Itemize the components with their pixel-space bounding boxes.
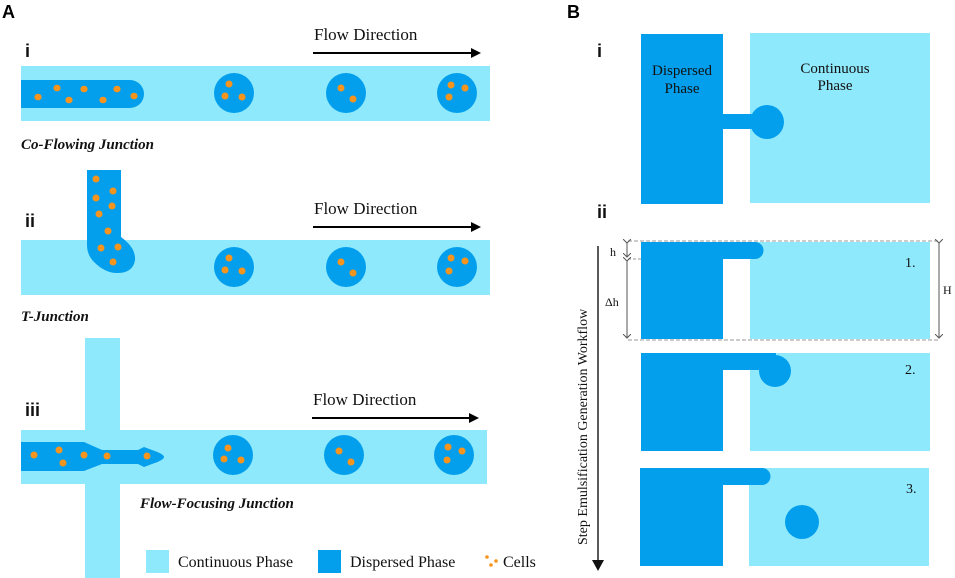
step1-thread	[641, 242, 764, 259]
step-1: h Δh H 1.	[605, 241, 952, 341]
droplets-row-2	[214, 247, 477, 287]
panel-b-ii-numeral: ii	[597, 202, 607, 222]
legend-label-cells: Cells	[503, 554, 536, 571]
droplet	[437, 73, 477, 113]
droplet	[326, 247, 366, 287]
legend: Continuous Phase Dispersed Phase Cells	[146, 550, 536, 573]
row-ii-numeral: ii	[25, 211, 35, 231]
droplet	[214, 247, 254, 287]
cells-stream-1	[34, 84, 138, 104]
droplets-row-1	[214, 73, 477, 113]
junction-title-1: Co-Flowing Junction	[21, 137, 154, 153]
step2-thread	[641, 353, 776, 370]
cells-inlet-2	[92, 175, 122, 266]
dispersed-phase-label-2: Phase	[665, 81, 700, 97]
junction-title-2: T-Junction	[21, 309, 89, 325]
step1-continuous	[750, 242, 930, 339]
panel-b-i: i Dispersed Phase Continuous Phase	[597, 33, 930, 204]
dim-dh-label: Δh	[605, 295, 619, 309]
dispersed-stream-1	[21, 80, 144, 108]
continuous-phase-label-2: Phase	[818, 78, 853, 94]
step-1-label: 1.	[905, 256, 916, 271]
cells-stream-3	[30, 446, 151, 467]
step3-continuous	[749, 468, 929, 566]
panel-a-letter: A	[2, 2, 15, 22]
row-flow-focusing: iii Flow Direction Flow-Focusing Junctio…	[21, 338, 487, 578]
legend-swatch-continuous	[146, 550, 169, 573]
step-2: 2.	[641, 353, 930, 451]
droplets-row-3	[213, 435, 474, 475]
workflow-arrow-head	[592, 560, 604, 571]
row-iii-numeral: iii	[25, 400, 40, 420]
legend-label-dispersed: Dispersed Phase	[350, 554, 455, 571]
step3-released-droplet	[785, 505, 819, 539]
continuous-phase-label-1: Continuous	[800, 61, 869, 77]
dispersed-reservoir	[641, 34, 723, 204]
flow-direction-label-2: Flow Direction	[314, 199, 418, 218]
droplet	[437, 247, 477, 287]
flow-direction-label-1: Flow Direction	[314, 25, 418, 44]
row-co-flowing: i Flow Direction Co-Flowing Junction	[21, 25, 490, 153]
panel-b-ii: ii Step Emulsification Generation Workfl…	[576, 202, 952, 571]
droplet	[214, 73, 254, 113]
step-3: 3.	[640, 468, 929, 566]
panel-b-letter: B	[567, 2, 580, 22]
step-3-label: 3.	[906, 482, 917, 497]
step-2-label: 2.	[905, 363, 916, 378]
forming-droplet	[750, 105, 784, 139]
flow-direction-label-3: Flow Direction	[313, 390, 417, 409]
row-i-numeral: i	[25, 41, 30, 61]
droplet	[434, 435, 474, 475]
dim-H-label: H	[943, 283, 952, 297]
legend-swatch-dispersed	[318, 550, 341, 573]
step2-bulb	[759, 355, 791, 387]
row-t-junction: ii Flow Direction T-Junction	[21, 170, 490, 325]
panel-b-i-numeral: i	[597, 41, 602, 61]
droplet	[324, 435, 364, 475]
dim-h-label: h	[610, 245, 616, 259]
droplet	[213, 435, 253, 475]
step3-thread	[640, 468, 771, 485]
droplet	[326, 73, 366, 113]
dispersed-phase-label-1: Dispersed	[652, 63, 712, 79]
legend-label-continuous: Continuous Phase	[178, 554, 293, 571]
workflow-label: Step Emulsification Generation Workflow	[576, 308, 591, 545]
cells-icon	[485, 555, 498, 567]
dispersed-inlet-2	[87, 170, 136, 273]
junction-title-3: Flow-Focusing Junction	[139, 496, 294, 512]
